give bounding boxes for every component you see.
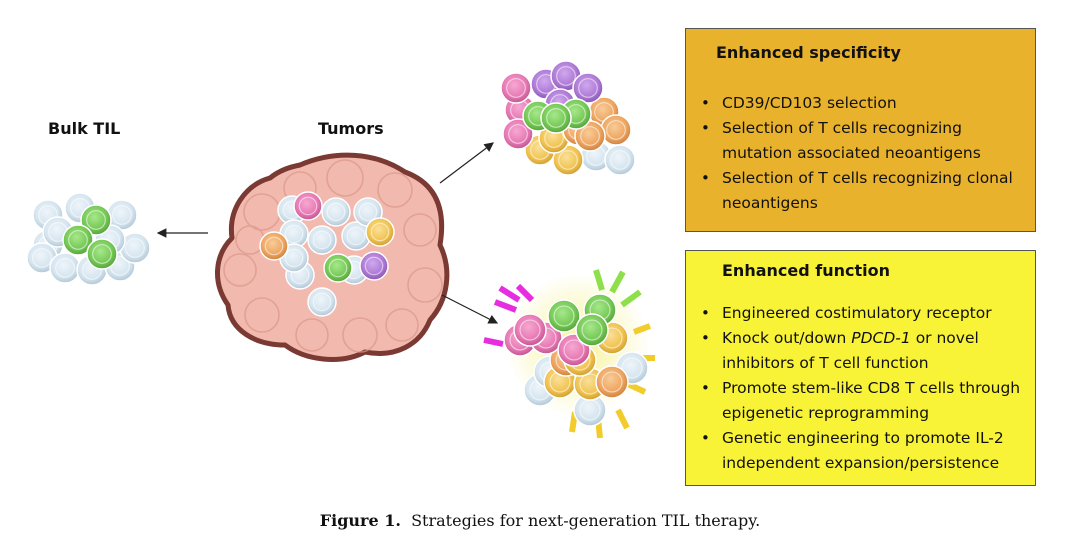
activation-ray bbox=[620, 289, 642, 308]
cell-nucleus bbox=[328, 258, 348, 278]
cell-nucleus bbox=[55, 258, 75, 278]
cell-nucleus bbox=[326, 202, 346, 222]
activation-ray bbox=[609, 270, 626, 294]
green-cell bbox=[540, 102, 572, 134]
cell-nucleus bbox=[556, 66, 576, 86]
pink-cell bbox=[502, 118, 534, 150]
cell-nucleus bbox=[506, 78, 526, 98]
arrow-to-function bbox=[441, 294, 499, 324]
cell-nucleus bbox=[581, 319, 603, 341]
cell-nucleus bbox=[358, 202, 378, 222]
specific-til-cell-cluster bbox=[500, 60, 636, 176]
cell-nucleus bbox=[312, 230, 332, 250]
cell-nucleus bbox=[621, 357, 643, 379]
tumor-cell-cluster bbox=[259, 191, 395, 317]
purple-cell bbox=[359, 251, 389, 281]
enhanced-function-title: Enhanced function bbox=[722, 261, 890, 280]
cell-nucleus bbox=[298, 196, 318, 216]
figure-caption-label: Figure 1. bbox=[319, 511, 401, 530]
bullet-item: Promote stem-like CD8 T cells through ep… bbox=[698, 376, 1028, 426]
bullet-item: Knock out/down PDCD-1 or novel inhibitor… bbox=[698, 326, 1028, 376]
cell-nucleus bbox=[125, 238, 145, 258]
activation-ray bbox=[483, 337, 504, 347]
orange-cell bbox=[595, 365, 629, 399]
enhanced-function-box: Enhanced function Engineered costimulato… bbox=[685, 250, 1036, 486]
pink-cell bbox=[513, 313, 547, 347]
cell-nucleus bbox=[68, 230, 88, 250]
blue-cell bbox=[321, 197, 351, 227]
cell-nucleus bbox=[546, 108, 566, 128]
cell-nucleus bbox=[601, 371, 623, 393]
bulk-til-label: Bulk TIL bbox=[48, 119, 121, 138]
cell-nucleus bbox=[370, 222, 390, 242]
figure-caption: Figure 1. Strategies for next-generation… bbox=[0, 511, 1080, 530]
bullet-item: Selection of T cells recognizing clonal … bbox=[698, 166, 1028, 216]
cell-nucleus bbox=[580, 126, 600, 146]
arrow-to-specificity bbox=[439, 142, 494, 184]
green-cell bbox=[547, 299, 581, 333]
cell-nucleus bbox=[112, 205, 132, 225]
figure-caption-text: Strategies for next-generation TIL thera… bbox=[411, 511, 761, 530]
blue-cell bbox=[49, 252, 81, 284]
green-cell bbox=[86, 238, 118, 270]
cell-nucleus bbox=[284, 224, 304, 244]
cell-nucleus bbox=[578, 78, 598, 98]
orange-cell bbox=[259, 231, 289, 261]
cell-nucleus bbox=[32, 248, 52, 268]
cell-nucleus bbox=[264, 236, 284, 256]
activation-ray bbox=[498, 285, 521, 303]
green-cell bbox=[575, 313, 609, 347]
enhanced-function-list: Engineered costimulatory receptorKnock o… bbox=[698, 301, 1028, 476]
green-cell bbox=[323, 253, 353, 283]
cell-nucleus bbox=[92, 244, 112, 264]
yellow-cell bbox=[365, 217, 395, 247]
bullet-item: Genetic engineering to promote IL-2 inde… bbox=[698, 426, 1028, 476]
cell-nucleus bbox=[364, 256, 384, 276]
green-cell bbox=[62, 224, 94, 256]
pink-cell bbox=[500, 72, 532, 104]
cell-nucleus bbox=[558, 150, 578, 170]
tumors-label: Tumors bbox=[318, 119, 384, 138]
cell-nucleus bbox=[86, 210, 106, 230]
bulk-til-cell-cluster bbox=[26, 192, 151, 286]
cell-nucleus bbox=[563, 339, 585, 361]
cell-nucleus bbox=[610, 150, 630, 170]
cell-nucleus bbox=[284, 248, 304, 268]
cell-nucleus bbox=[606, 120, 626, 140]
cell-nucleus bbox=[312, 292, 332, 312]
cell-nucleus bbox=[346, 226, 366, 246]
cell-nucleus bbox=[553, 305, 575, 327]
pink-cell bbox=[293, 191, 323, 221]
enhanced-specificity-title: Enhanced specificity bbox=[716, 43, 901, 62]
activation-ray bbox=[632, 323, 652, 335]
enhanced-specificity-box: Enhanced specificity CD39/CD103 selectio… bbox=[685, 28, 1036, 232]
green-cell bbox=[80, 204, 112, 236]
blue-cell bbox=[307, 225, 337, 255]
enhanced-til-cell-cluster bbox=[503, 293, 649, 427]
bullet-item: CD39/CD103 selection bbox=[698, 91, 1028, 116]
cell-nucleus bbox=[508, 124, 528, 144]
activation-ray bbox=[493, 299, 518, 313]
blue-cell bbox=[604, 144, 636, 176]
activation-ray bbox=[626, 381, 647, 395]
blue-cell bbox=[307, 287, 337, 317]
activation-ray bbox=[615, 408, 630, 430]
bullet-item: Selection of T cells recognizing mutatio… bbox=[698, 116, 1028, 166]
cell-nucleus bbox=[519, 319, 541, 341]
bullet-item: Engineered costimulatory receptor bbox=[698, 301, 1028, 326]
orange-cell bbox=[600, 114, 632, 146]
enhanced-specificity-list: CD39/CD103 selectionSelection of T cells… bbox=[698, 91, 1028, 216]
purple-cell bbox=[572, 72, 604, 104]
activation-ray bbox=[593, 269, 605, 291]
activation-ray bbox=[515, 283, 535, 303]
